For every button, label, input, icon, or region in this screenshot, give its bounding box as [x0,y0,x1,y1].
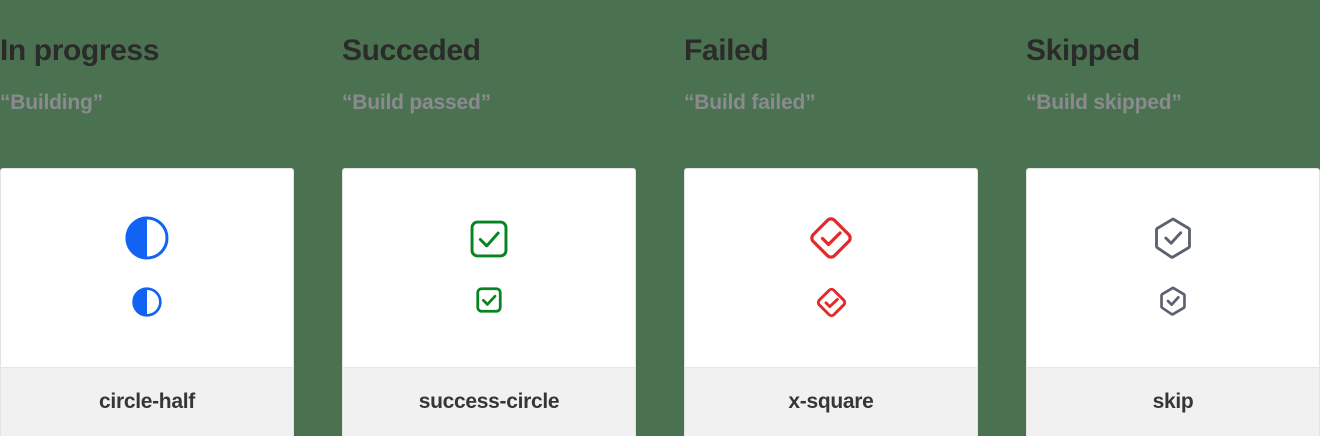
x-square-icon [807,214,855,262]
subtitle-succeded: “Build passed” [342,91,491,114]
page-title-skipped: Skipped [1026,34,1140,67]
success-circle-icon-small [474,285,504,315]
icon-card-circle-half[interactable]: circle-half [0,168,294,436]
icon-preview-area [1,169,293,367]
icon-name-label: circle-half [99,390,195,413]
page-title-succeded: Succeded [342,34,481,67]
page-title-in-progress: In progress [0,34,159,67]
subtitle-skipped: “Build skipped” [1026,91,1182,114]
circle-half-icon-small [131,286,163,318]
icon-card-skip[interactable]: skip [1026,168,1320,436]
icon-name-label: skip [1152,390,1194,413]
icon-name-label: success-circle [418,390,560,413]
icon-preview-area [343,169,635,367]
icon-preview-area [685,169,977,367]
subtitle-failed: “Build failed” [684,91,816,114]
subtitle-in-progress: “Building” [0,91,103,114]
success-circle-icon [467,217,511,261]
x-square-icon-small [815,286,848,319]
skip-icon [1150,215,1196,261]
circle-half-icon [123,214,171,262]
status-column-succeded: Succeded “Build passed” [342,0,684,436]
icon-card-footer: circle-half [1,367,293,436]
page-title-failed: Failed [684,34,769,67]
icon-card-footer: skip [1027,367,1319,436]
status-column-failed: Failed “Build failed” [684,0,1026,436]
icon-preview-area [1027,169,1319,367]
icon-name-label: x-square [788,390,874,413]
skip-icon-small [1157,285,1189,317]
icon-card-footer: x-square [685,367,977,436]
icon-card-success-circle[interactable]: success-circle [342,168,636,436]
status-column-in-progress: In progress “Building” [0,0,342,436]
icon-card-x-square[interactable]: x-square [684,168,978,436]
icon-card-footer: success-circle [343,367,635,436]
status-column-skipped: Skipped “Build skipped” [1026,0,1320,436]
